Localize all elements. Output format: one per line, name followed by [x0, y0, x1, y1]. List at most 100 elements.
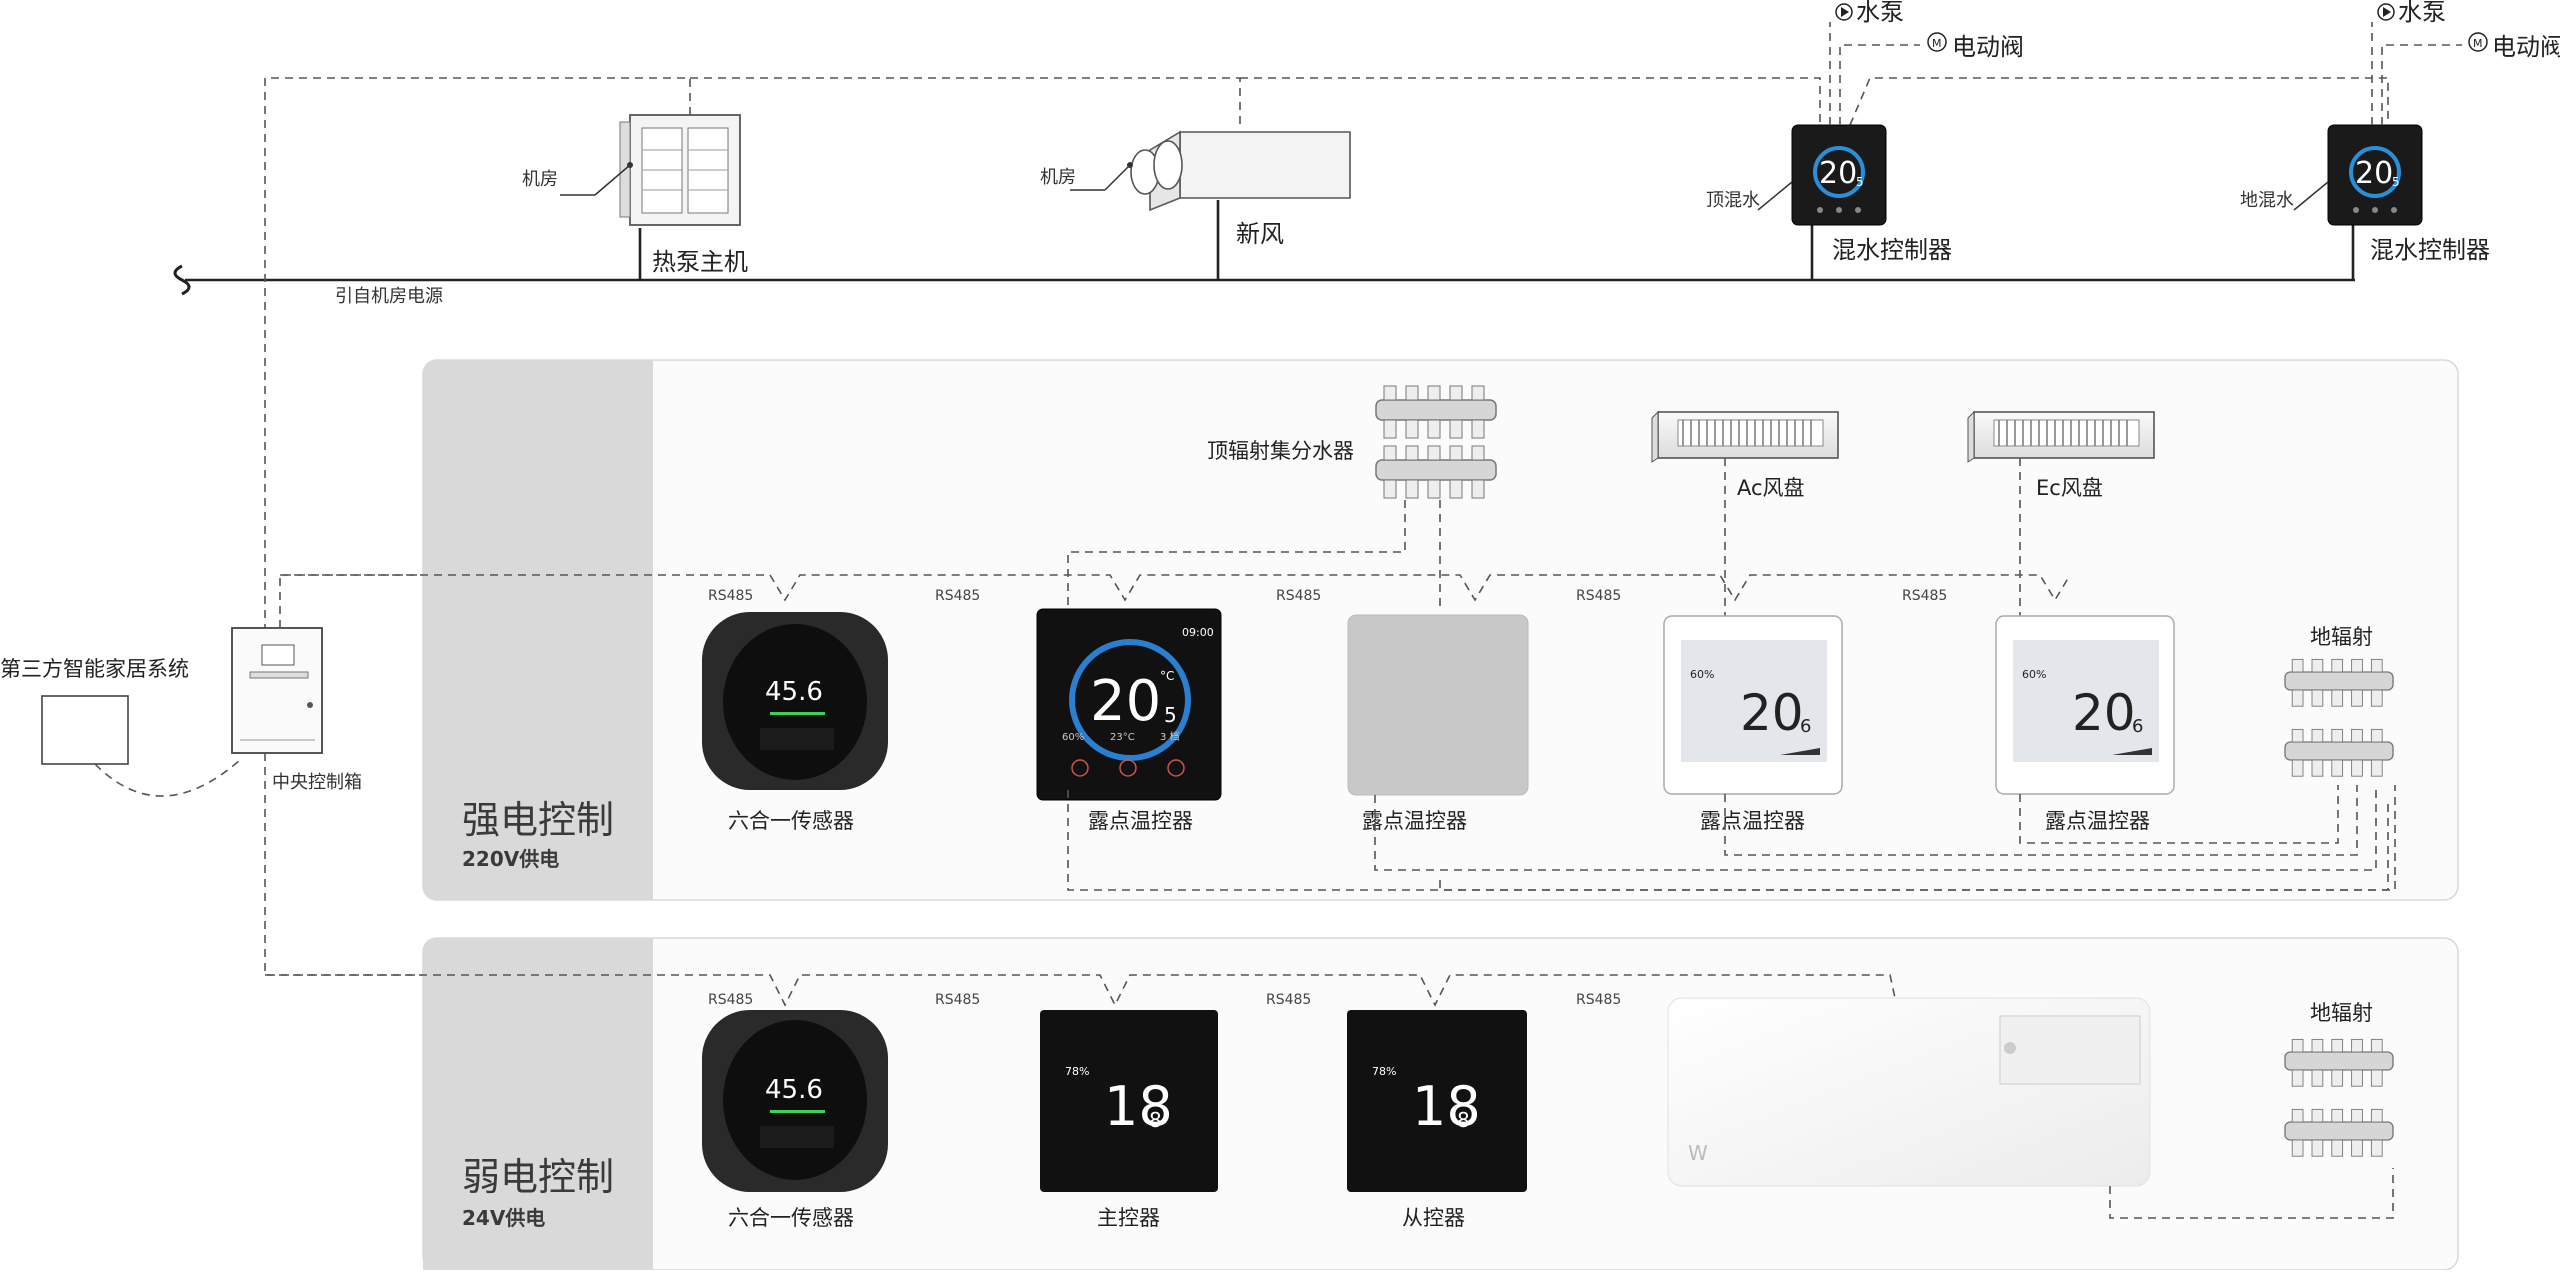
fan-ac-label: Ac风盘 [1737, 476, 1805, 500]
svg-text:M: M [2473, 37, 2483, 50]
rs485-label: RS485 [1276, 588, 1321, 604]
mixer-controller-top: 20 5 [1791, 124, 1887, 226]
floor-manifold-a [2284, 658, 2394, 707]
thermo-white2-label: 露点温控器 [2045, 809, 2150, 833]
svg-text:8: 8 [1457, 1108, 1470, 1132]
sensor-weak-label: 六合一传感器 [728, 1206, 854, 1230]
svg-text:09:00: 09:00 [1182, 626, 1214, 639]
svg-text:5: 5 [2392, 175, 2400, 189]
heat-pump-room-label: 机房 [522, 169, 558, 190]
strong-panel-title: 强电控制 [462, 798, 614, 842]
fan-coil-ec [1967, 410, 2155, 463]
mixer-top-valve-label: 电动阀 [1952, 33, 2024, 61]
mixer-floor-side-label: 地混水 [2240, 190, 2294, 211]
fan-ec-label: Ec风盘 [2036, 476, 2103, 500]
rs485-label: RS485 [935, 992, 980, 1008]
mixer-top-pump-label: 水泵 [1856, 0, 1904, 26]
floor-radiant-label: 地辐射 [2310, 625, 2373, 649]
svg-text:18: 18 [1412, 1075, 1481, 1138]
svg-text:M: M [1932, 37, 1942, 50]
svg-text:78%: 78% [1372, 1065, 1396, 1078]
manifold-label: 顶辐射集分水器 [1207, 439, 1354, 463]
svg-text:8: 8 [1149, 1108, 1162, 1132]
heat-pump-unit [619, 114, 741, 226]
svg-text:20: 20 [2072, 684, 2136, 742]
power-line-break-icon [173, 264, 191, 296]
weak-panel-title: 弱电控制 [462, 1155, 614, 1199]
mixer-top-display: 20 [1819, 156, 1857, 191]
slave-label: 从控器 [1402, 1206, 1465, 1230]
svg-text:78%: 78% [1065, 1065, 1089, 1078]
svg-text:60%: 60% [1062, 732, 1084, 743]
rs485-label: RS485 [708, 588, 753, 604]
mixer-top-label: 混水控制器 [1832, 236, 1952, 264]
svg-text:45.6: 45.6 [765, 1075, 823, 1105]
comm-line-top [264, 77, 691, 628]
mixer-floor-label: 混水控制器 [2370, 236, 2490, 264]
radiant-manifold-top-a [1375, 385, 1497, 439]
dew-point-thermostat-gray [1347, 614, 1529, 796]
radiant-manifold-top-b [1375, 445, 1497, 499]
rs485-label: RS485 [1266, 992, 1311, 1008]
slave-controller: 18 8 78% [1347, 1010, 1527, 1192]
svg-text:W: W [1688, 1141, 1708, 1165]
floor-manifold-b [2284, 728, 2394, 777]
fresh-air-unit [1130, 130, 1351, 212]
master-controller: 18 8 78% [1040, 1010, 1218, 1192]
svg-text:6: 6 [1800, 716, 1811, 737]
third-party-box [41, 695, 129, 765]
mixer-floor-valve-label: 电动阀 [2492, 33, 2560, 61]
floor-manifold-weak-b [2284, 1108, 2394, 1157]
thermo-white1-label: 露点温控器 [1700, 809, 1805, 833]
third-party-label: 第三方智能家居系统 [0, 657, 189, 681]
dew-point-thermostat-white-1: 20 6 60% [1663, 615, 1843, 795]
thermo-black-label: 露点温控器 [1088, 809, 1193, 833]
six-in-one-sensor: 45.6 [702, 612, 888, 790]
dew-point-thermostat-white-2: 20 6 60% [1995, 615, 2175, 795]
rs485-label: RS485 [1576, 992, 1621, 1008]
valve-icon [1927, 32, 1947, 52]
svg-text:3 档: 3 档 [1160, 730, 1180, 743]
svg-text:23°C: 23°C [1110, 732, 1135, 743]
floor-radiant-weak-label: 地辐射 [2310, 1001, 2373, 1025]
fresh-air-room-label: 机房 [1040, 167, 1076, 188]
svg-text:°C: °C [1160, 669, 1174, 683]
pump-icon [1835, 3, 1853, 21]
svg-text:20: 20 [1740, 684, 1804, 742]
rs485-label: RS485 [708, 992, 753, 1008]
svg-text:6: 6 [2132, 716, 2143, 737]
central-control-box-label: 中央控制箱 [272, 772, 362, 793]
rs485-label: RS485 [1902, 588, 1947, 604]
svg-text:5: 5 [1164, 703, 1177, 727]
svg-text:5: 5 [1856, 175, 1864, 189]
strong-panel-subtitle: 220V供电 [462, 847, 559, 871]
pump-icon [2377, 3, 2395, 21]
svg-text:20: 20 [1090, 669, 1161, 734]
svg-text:60%: 60% [1690, 668, 1714, 681]
svg-text:60%: 60% [2022, 668, 2046, 681]
master-label: 主控器 [1097, 1206, 1160, 1230]
floor-manifold-weak-a [2284, 1038, 2394, 1087]
weak-panel-subtitle: 24V供电 [462, 1206, 545, 1230]
thermo-gray-label: 露点温控器 [1362, 809, 1467, 833]
fresh-air-label: 新风 [1236, 220, 1284, 248]
mixer-controller-floor: 20 5 [2327, 124, 2423, 226]
mixer-floor-pump-label: 水泵 [2398, 0, 2446, 26]
svg-text:45.6: 45.6 [765, 677, 823, 707]
rs485-label: RS485 [935, 588, 980, 604]
mixer-floor-display: 20 [2355, 156, 2393, 191]
sensor-label: 六合一传感器 [728, 809, 854, 833]
central-control-box [231, 627, 323, 754]
heat-pump-label: 热泵主机 [652, 248, 748, 276]
power-source-label: 引自机房电源 [335, 286, 443, 307]
fan-coil-ac [1651, 410, 1839, 463]
six-in-one-sensor-weak: 45.6 [702, 1010, 888, 1192]
rs485-label: RS485 [1576, 588, 1621, 604]
dew-point-thermostat-black: 20 5 °C 09:00 60% 23°C 3 档 [1036, 608, 1222, 801]
valve-icon [2468, 32, 2488, 52]
svg-text:18: 18 [1104, 1075, 1173, 1138]
mixer-top-side-label: 顶混水 [1706, 190, 1760, 211]
wiring-center: W [1667, 997, 2151, 1187]
